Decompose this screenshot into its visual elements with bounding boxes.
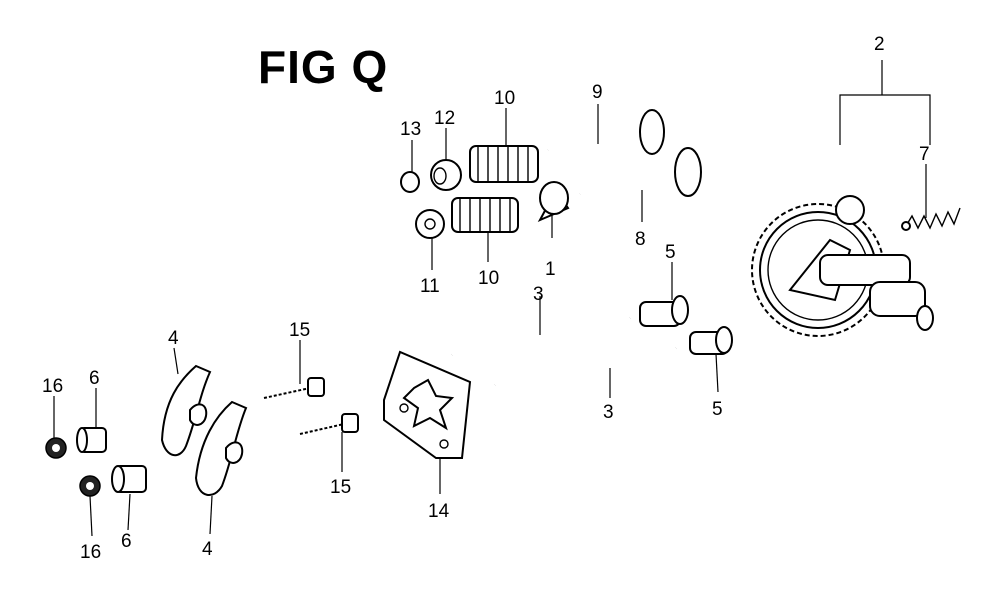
valve-lower[interactable] (579, 147, 702, 197)
valve-upper[interactable] (547, 109, 665, 155)
callout-5b: 5 (712, 399, 723, 420)
camshaft-gear[interactable] (751, 195, 934, 337)
bolt-upper[interactable] (263, 377, 325, 399)
callout-4a: 4 (168, 328, 179, 349)
pivot-lower[interactable] (111, 465, 147, 493)
rocker-arm-lower[interactable] (194, 400, 248, 496)
callout-9: 9 (592, 82, 603, 103)
callout-14: 14 (428, 501, 450, 522)
valve-spring-lower[interactable] (451, 197, 519, 233)
callout-1: 1 (545, 259, 556, 280)
callout-3a: 3 (533, 284, 544, 305)
callout-6a: 6 (89, 368, 100, 389)
nut-lower[interactable] (79, 475, 101, 497)
callout-2: 2 (874, 34, 885, 55)
callout-15b: 15 (330, 477, 351, 498)
callout-4b: 4 (202, 539, 213, 560)
cap-13[interactable] (400, 171, 420, 193)
tappet-upper[interactable] (639, 295, 689, 327)
callout-8: 8 (635, 229, 646, 250)
callout-13: 13 (400, 119, 421, 140)
callout-15a: 15 (289, 320, 310, 341)
rocker-arm-upper[interactable] (160, 364, 212, 456)
callout-16b: 16 (80, 542, 101, 563)
bolt-lower[interactable] (299, 413, 359, 435)
callout-10b: 10 (478, 268, 499, 289)
retainer-11[interactable] (415, 209, 445, 239)
nut-upper[interactable] (45, 437, 67, 459)
push-rod-lower[interactable] (494, 346, 677, 387)
valve-spring-upper[interactable] (469, 145, 539, 183)
retainer-12[interactable] (430, 159, 462, 191)
callout-12: 12 (434, 108, 455, 129)
callout-16a: 16 (42, 376, 63, 397)
callout-11: 11 (420, 276, 440, 297)
valve-rotator-1[interactable] (537, 181, 570, 223)
guide-plate[interactable] (383, 350, 472, 459)
callout-5a: 5 (665, 242, 676, 263)
pivot-upper[interactable] (76, 427, 107, 453)
leader-lines (53, 60, 931, 537)
callout-3b: 3 (603, 402, 614, 423)
cam-spring[interactable] (901, 207, 961, 231)
callout-10a: 10 (494, 88, 515, 109)
push-rod-upper[interactable] (451, 316, 631, 357)
figure-title: FIG Q (258, 41, 389, 93)
tappet-lower[interactable] (689, 326, 733, 355)
callout-6b: 6 (121, 531, 132, 552)
callout-7: 7 (919, 144, 930, 165)
